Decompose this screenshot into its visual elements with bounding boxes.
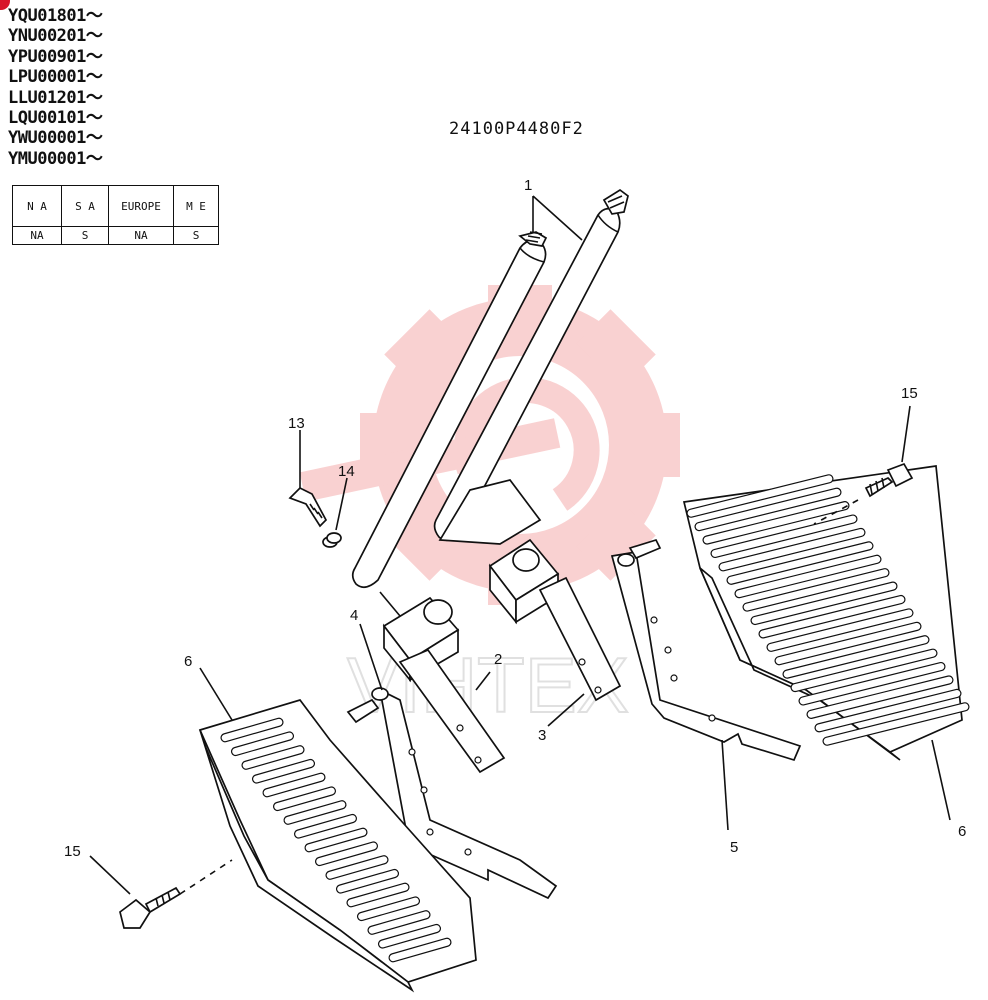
region-value-cell: NA xyxy=(108,226,174,245)
tread-slot xyxy=(694,487,842,532)
serial-number: YNU00201～ xyxy=(8,26,103,47)
serial-number: YPU00901～ xyxy=(8,46,103,67)
serial-number: YQU01801～ xyxy=(8,6,103,26)
serial-number: YWU00001～ xyxy=(8,128,103,149)
callout-5: 5 xyxy=(730,839,738,856)
callout-14: 14 xyxy=(338,463,355,480)
tread-slot xyxy=(293,813,358,839)
part-2-pedal-arm xyxy=(382,596,506,774)
tread-slot xyxy=(798,661,946,706)
tread-slot xyxy=(758,594,906,639)
tread-slot xyxy=(774,621,922,666)
tread-slot xyxy=(686,474,834,518)
region-header-row: N A S A EUROPE M E xyxy=(12,185,219,227)
tread-slot xyxy=(806,675,954,719)
region-value-cell: NA xyxy=(12,226,62,245)
tread-slot xyxy=(790,648,938,693)
corner-badge xyxy=(0,0,10,10)
callout-15-left: 15 xyxy=(64,843,81,860)
callout-13: 13 xyxy=(288,415,305,432)
region-value-cell: S xyxy=(173,226,219,245)
callout-15-right: 15 xyxy=(901,385,918,402)
serial-number-list: YQU01801～ YNU00201～ YPU00901～ LPU00001～ … xyxy=(8,6,103,169)
tread-slot xyxy=(734,554,882,599)
tread-slot xyxy=(766,608,914,652)
part-15-bolt-left xyxy=(119,886,182,929)
tread-slot xyxy=(377,923,442,949)
region-table: N A S A EUROPE M E NA S NA S xyxy=(12,185,219,245)
tread-slot xyxy=(718,527,866,572)
callout-3: 3 xyxy=(538,727,546,744)
tread-slot xyxy=(325,855,389,880)
tread-slot xyxy=(726,541,874,585)
tread-slot xyxy=(742,568,890,612)
tread-slot xyxy=(814,688,962,733)
drawing-number: 24100P4480F2 xyxy=(449,119,584,139)
tread-slot xyxy=(367,910,431,935)
part-14-washer xyxy=(322,532,342,548)
tread-slot xyxy=(304,827,368,853)
part-6-pedal-pad-left xyxy=(198,699,477,993)
callout-6-right: 6 xyxy=(958,823,966,840)
serial-number: LQU00101～ xyxy=(8,108,103,129)
part-1-rods xyxy=(351,188,629,589)
tread-slot xyxy=(346,882,410,908)
callout-1: 1 xyxy=(524,177,532,194)
tread-slot xyxy=(388,937,452,963)
leader-lines xyxy=(89,195,951,895)
tread-slot xyxy=(220,717,284,743)
tread-slot xyxy=(314,841,379,867)
part-15-bolt-right xyxy=(864,462,914,498)
callout-2: 2 xyxy=(494,651,502,668)
part-6-pedal-pad-right xyxy=(682,465,970,761)
tread-slot xyxy=(750,581,898,626)
part-5-bracket xyxy=(610,538,802,762)
callout-4: 4 xyxy=(350,607,358,624)
tread-slot xyxy=(241,745,305,770)
serial-number: LLU01201～ xyxy=(8,87,103,108)
tread-slot xyxy=(230,731,295,757)
region-header-cell: N A xyxy=(12,185,62,227)
tread-slot xyxy=(262,772,326,798)
tread-slot xyxy=(702,501,850,545)
part-3-pedal-arm xyxy=(438,479,622,702)
tread-slot xyxy=(782,635,930,679)
region-value-row: NA S NA S xyxy=(12,226,219,245)
tread-slot xyxy=(710,514,858,559)
tread-slot xyxy=(283,800,347,825)
tread-slot xyxy=(335,868,400,894)
callout-6-left: 6 xyxy=(184,653,192,670)
tread-slot xyxy=(356,896,421,922)
tread-slot xyxy=(822,702,970,746)
serial-number: LPU00001～ xyxy=(8,67,103,88)
serial-number: YMU00001～ xyxy=(8,148,103,169)
tread-slot xyxy=(272,786,337,812)
tread-slot xyxy=(251,758,316,784)
